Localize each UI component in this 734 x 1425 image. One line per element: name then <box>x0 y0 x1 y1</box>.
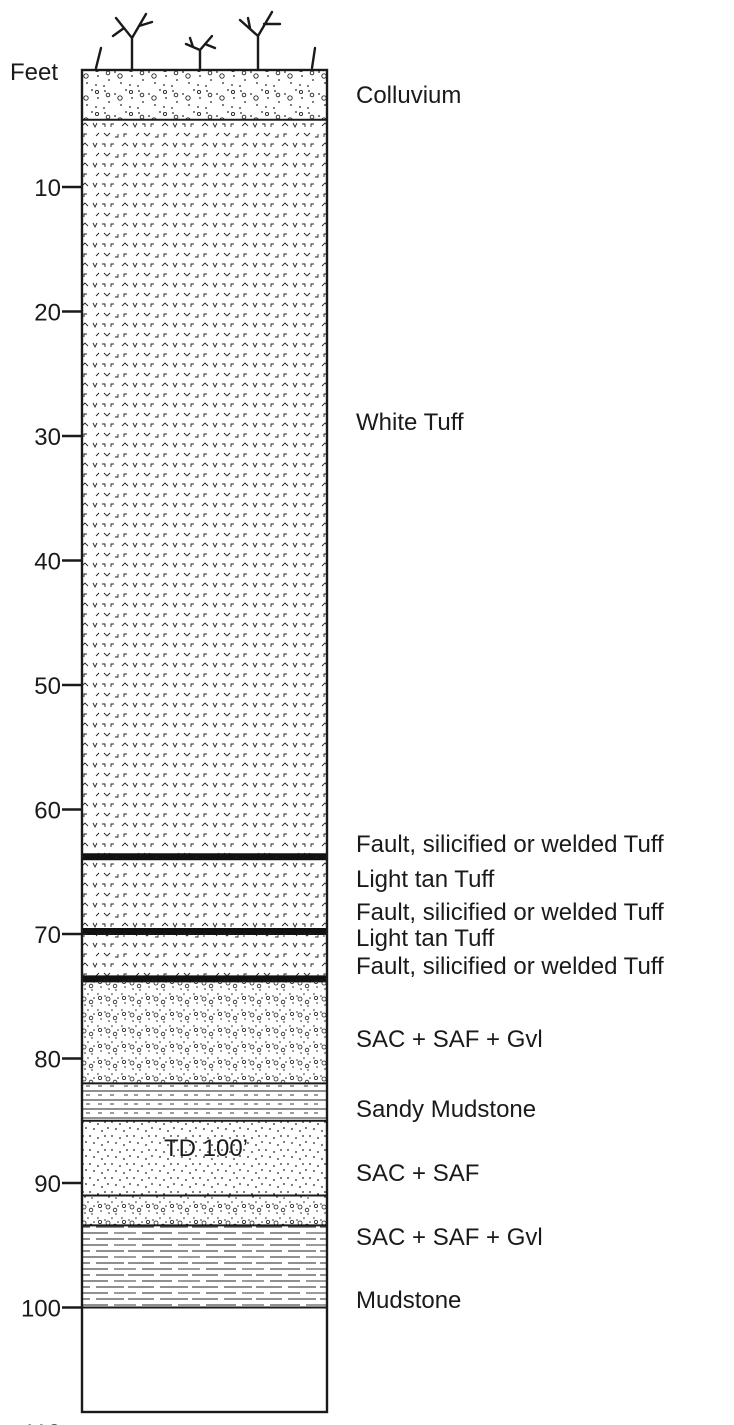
layer-gravel <box>82 978 327 1084</box>
depth-tick-label: 60 <box>34 798 61 825</box>
unit-label: SAC + SAF + Gvl <box>356 1026 543 1053</box>
unit-label: Colluvium <box>356 82 461 109</box>
depth-tick-label: 80 <box>34 1047 61 1074</box>
layer-tuff <box>82 856 327 932</box>
layer-colluvium <box>82 70 327 120</box>
unit-label: Fault, silicified or welded Tuff <box>356 899 664 926</box>
depth-tick-label: 10 <box>34 175 61 202</box>
depth-tick-label: 110 <box>23 1420 61 1425</box>
unit-label: White Tuff <box>356 409 464 436</box>
unit-label: Light tan Tuff <box>356 866 495 893</box>
layer-tuff <box>82 931 327 979</box>
depth-tick-label: 40 <box>34 549 61 576</box>
layer-sand <box>82 1120 327 1196</box>
unit-label: Fault, silicified or welded Tuff <box>356 953 664 980</box>
unit-label: Mudstone <box>356 1287 461 1314</box>
layer-gravel <box>82 1195 327 1226</box>
layer-mudstone <box>82 1225 327 1308</box>
depth-tick-label: 50 <box>34 673 61 700</box>
unit-label: Sandy Mudstone <box>356 1096 536 1123</box>
depth-tick-label: 100 <box>21 1296 61 1323</box>
layer-sandy-mudstone <box>82 1083 327 1121</box>
total-depth-label: TD 100’ <box>164 1135 248 1162</box>
log-column-outline <box>80 68 329 1414</box>
layer-tuff <box>82 119 327 857</box>
unit-label: SAC + SAF <box>356 1160 479 1187</box>
unit-label: Light tan Tuff <box>356 925 495 952</box>
depth-tick-label: 20 <box>34 300 61 327</box>
unit-label: Fault, silicified or welded Tuff <box>356 831 664 858</box>
depth-unit-label: Feet <box>10 59 58 86</box>
unit-label: SAC + SAF + Gvl <box>356 1224 543 1251</box>
vegetation-icon <box>94 10 317 72</box>
depth-tick-label: 70 <box>34 922 61 949</box>
depth-tick-label: 30 <box>34 424 61 451</box>
depth-tick-label: 90 <box>34 1171 61 1198</box>
